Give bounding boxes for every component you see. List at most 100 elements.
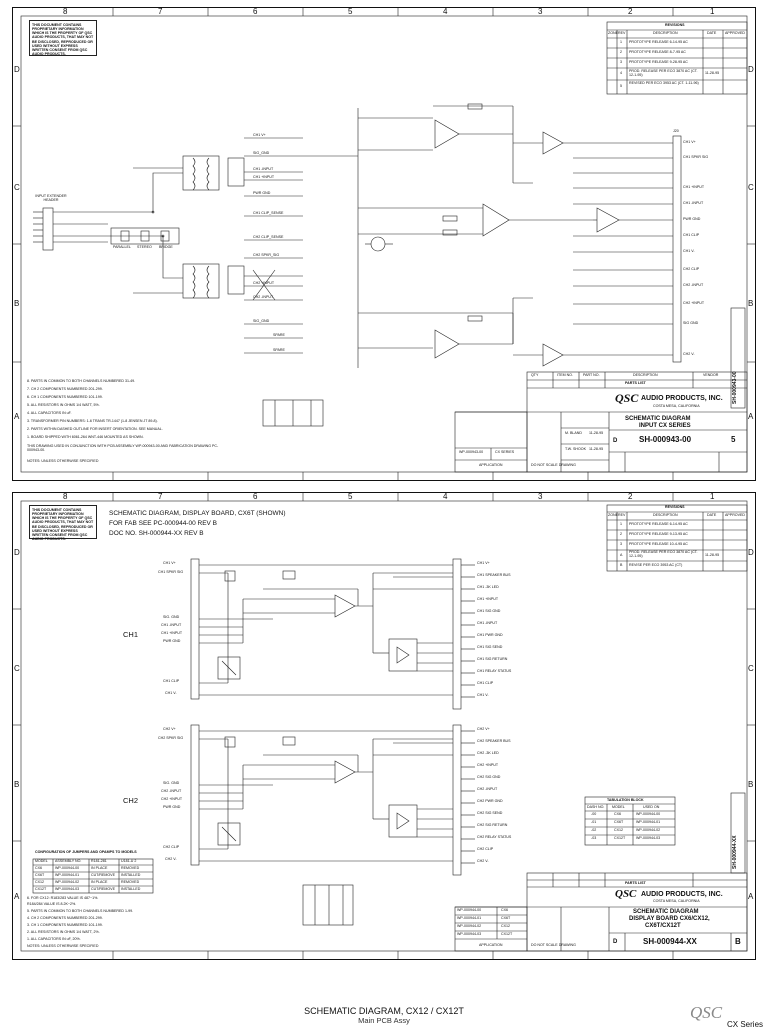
tab-cell: -00 <box>591 812 597 816</box>
zone-2: 2 <box>628 492 633 501</box>
net-label: CH1 CLIP <box>477 681 494 685</box>
zone-6: 6 <box>253 492 258 501</box>
parts-col: QTY <box>531 373 539 377</box>
rev-row-desc: PROTOTYPE RELEASE 9-13-95 AC <box>629 532 688 536</box>
note: 1. ALL CAPACITORS IN uF, 20%. <box>27 937 81 941</box>
parts-col: PART NO. <box>583 373 600 377</box>
net-label: CH1 SPKR SIG <box>683 155 709 159</box>
net-label: CH2 V+ <box>477 727 490 731</box>
net-label: CH1 CLIP_SENSE <box>253 211 284 215</box>
note: NOTES: UNLESS OTHERWISE SPECIFIED <box>27 944 99 948</box>
parts-list-title: PARTS LIST <box>625 881 646 885</box>
zone-3: 3 <box>538 492 543 501</box>
company-location: COSTA MESA, CALIFORNIA <box>653 404 700 408</box>
config-cell: WP-000944-01 <box>55 873 80 877</box>
zone-1: 1 <box>710 7 715 16</box>
rev-row-desc: PROTOTYPE RELEASE 10-4-95 AC <box>629 542 688 546</box>
config-cell: INSTALLED <box>121 887 141 891</box>
note: 6. FOR CX12: R183/283 VALUE IS 487~1%. <box>27 896 99 900</box>
switch-bridge: BRIDGE <box>159 245 173 249</box>
no-scale-note: DO NOT SCALE DRAWING <box>531 463 576 467</box>
zone-7: 7 <box>158 7 163 16</box>
rev-row-desc: REVISE PER ECO 3953 AC (CT) <box>629 563 683 567</box>
zone-c: C <box>14 183 20 192</box>
note: THIS DRAWING USED IN CONJUNCTION WITH PC… <box>27 444 219 453</box>
note: 2. ALL RESISTORS IN OHMS 1/4 WATT, 2%. <box>27 930 100 934</box>
zone-8: 8 <box>63 7 68 16</box>
series-label: CX Series <box>727 1020 764 1029</box>
rev-col-zone: ZONE <box>608 31 618 35</box>
rev-col-approved: APPROVED <box>725 31 745 35</box>
note: 4. ALL CAPACITORS IN uF. <box>27 411 72 415</box>
tab-cell: -01 <box>591 820 597 824</box>
net-label: CH2 -3K LED <box>477 751 499 755</box>
rev-row-desc: PROTOTYPE RELEASE 9-28-95 AC <box>629 60 688 64</box>
note: 5. ALL RESISTORS IN OHMS 1/4 WATT, 5%. <box>27 403 100 407</box>
company-name: AUDIO PRODUCTS, INC. <box>641 395 723 402</box>
net-label: CH1 CLIP <box>163 679 180 683</box>
net-label: CH1 V- <box>683 249 695 253</box>
assy-number: WP-000944-01 <box>457 916 482 920</box>
net-label: CH2 -INPUT <box>477 787 498 791</box>
revisions-title: REVISIONS <box>665 505 685 509</box>
drawn-date: 11-28-95 <box>589 431 604 435</box>
note: R184/284 VALUE IS 8.2K~2%. <box>27 902 77 906</box>
net-label: CH2 -INPUT <box>683 283 704 287</box>
net-label: CH1 V- <box>165 691 177 695</box>
rev-row-date: 11-28-95 <box>705 553 720 557</box>
rev-row: 5 <box>620 84 622 88</box>
config-cell: INSTALLED <box>121 873 141 877</box>
company-name: AUDIO PRODUCTS, INC. <box>641 891 723 898</box>
proprietary-warning-text: THIS DOCUMENT CONTAINS PROPRIETARY INFOR… <box>32 23 94 56</box>
assy-model: CX12T <box>501 932 513 936</box>
tab-cell: CX6 <box>614 812 621 816</box>
note: 6. CH 1 COMPONENTS NUMBERED 101-199. <box>27 395 103 399</box>
zone-c-right: C <box>748 664 754 673</box>
net-label: CH1 +INPUT <box>683 185 705 189</box>
sheet2-wiring <box>13 493 755 959</box>
net-label: PWR GND <box>163 639 181 643</box>
net-label: CH2 V- <box>477 859 489 863</box>
page-subtitle: Main PCB Assy <box>358 1016 410 1025</box>
config-cell: CX6T <box>35 873 45 877</box>
config-cell: CUT/REMOVE <box>91 887 115 891</box>
net-label: CH2 CLIP_SENSE <box>253 235 284 239</box>
doc-number: SH-000944-XX <box>643 937 697 946</box>
note: 2. PARTS WITHIN DASHED OUTLINE FOR INSER… <box>27 427 163 431</box>
rev-row: A <box>620 553 623 557</box>
side-doc-number: SH-000944-XX <box>732 835 738 869</box>
net-label: CH2 +INPUT <box>683 301 705 305</box>
net-label: SIG_GND <box>253 319 270 323</box>
net-label: CH2 SIG RETURN <box>477 823 508 827</box>
channel-2-label: CH2 <box>123 796 139 805</box>
rev-row-desc: PROD. RELEASE PER ECO 3870 AC (CT. 12-1-… <box>629 69 698 77</box>
rev-row: 4 <box>620 71 622 75</box>
rev-row-date: 11-28-95 <box>705 71 720 75</box>
checked-by: T.W. SHOOK <box>565 447 586 451</box>
assembly-model: CX SERIES <box>495 450 515 454</box>
net-label: CH2 CLIP <box>163 845 180 849</box>
config-cell: WP-000944-00 <box>55 866 80 870</box>
tab-cell: -03 <box>591 836 597 840</box>
net-label: SPARE <box>273 333 285 337</box>
rev-col-desc: DESCRIPTION <box>653 513 678 517</box>
rev-col-date: DATE <box>707 513 717 517</box>
net-label: CH2 CLIP <box>683 267 700 271</box>
net-label: CH2 SPEAKER BUS <box>477 739 511 743</box>
net-label: SIG GND <box>683 321 699 325</box>
net-label: CH1 SPKR SIG <box>158 570 184 574</box>
rev-row: 1 <box>620 40 622 44</box>
tab-col: USED ON <box>643 805 660 809</box>
net-label: CH2 +INPUT <box>253 281 275 285</box>
sheet-size: D <box>613 939 618 945</box>
net-label: CH1 SPEAKER BUS <box>477 573 511 577</box>
rev-row: 2 <box>620 532 622 536</box>
tab-col: MODEL <box>612 805 625 809</box>
zone-5: 5 <box>348 492 353 501</box>
assy-number: WP-000944-02 <box>457 924 482 928</box>
config-cell: REMOVED <box>121 866 140 870</box>
tab-cell: WP-000944-03 <box>636 836 661 840</box>
sheet-header-line2: FOR FAB SEE PC-000944-00 REV B <box>109 520 218 527</box>
config-cell: CUT/REMOVE <box>91 873 115 877</box>
note: 7. CH 2 COMPONENTS NUMBERED 201-299. <box>27 387 103 391</box>
